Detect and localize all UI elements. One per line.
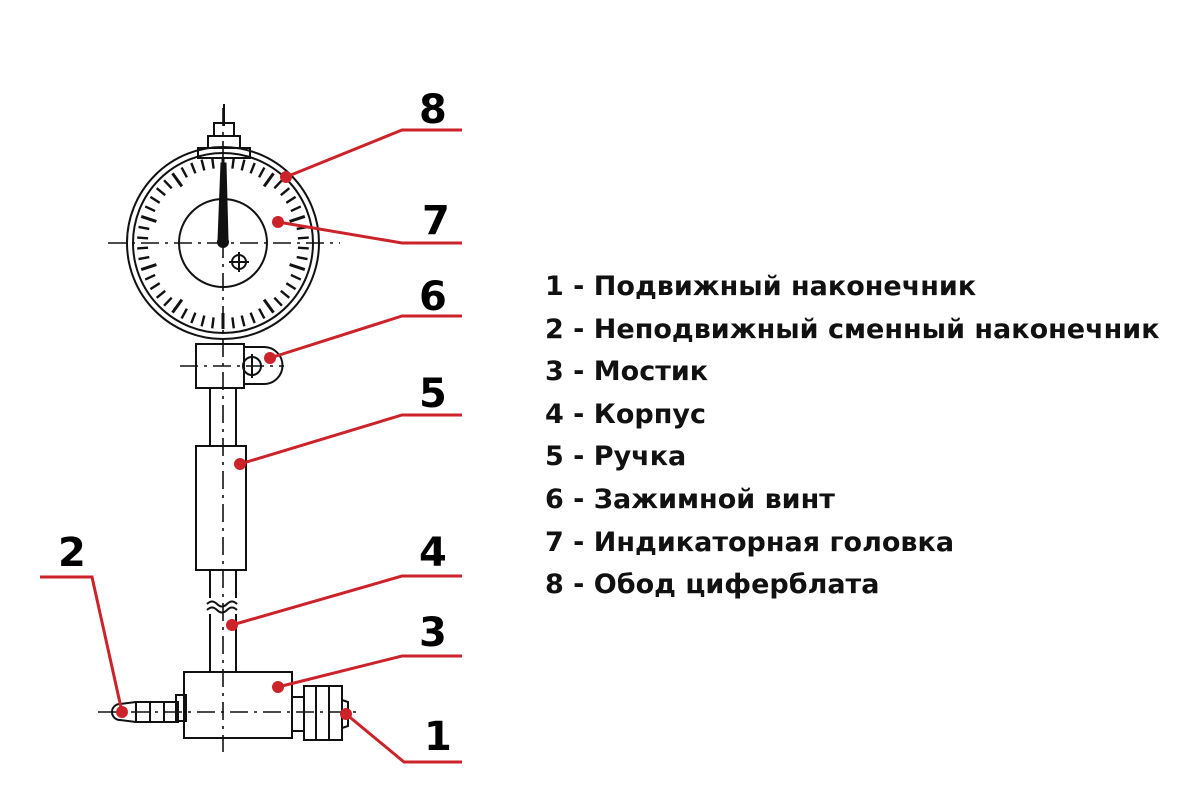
- dial-tick: [171, 172, 184, 188]
- callout-1: 1: [424, 714, 452, 760]
- callout-8: 8: [419, 87, 447, 133]
- dial-tick: [240, 159, 246, 171]
- callout-7: 7: [422, 198, 450, 244]
- leader-1: [340, 708, 462, 764]
- dial-tick: [171, 298, 184, 314]
- movable-tip: [291, 685, 349, 741]
- legend-item-4: 4 - Корпус: [545, 398, 706, 430]
- dial-tick: [149, 195, 161, 204]
- inner-screw: [229, 252, 249, 272]
- dial-tick: [249, 162, 256, 174]
- legend-item-6: 6 - Зажимной винт: [545, 483, 835, 515]
- callout-4: 4: [419, 530, 447, 576]
- dial-tick: [163, 296, 173, 307]
- dial-tick: [289, 263, 306, 272]
- dial-tick: [190, 312, 197, 324]
- dial-tick: [297, 236, 309, 240]
- dial-tick: [163, 179, 173, 190]
- callout-numbers: 8 7 6 5 4 3 2 1: [58, 87, 452, 760]
- leader-6: [264, 314, 462, 364]
- dial-tick: [273, 179, 283, 190]
- dial-tick: [200, 315, 206, 327]
- dial-tick: [200, 159, 206, 171]
- dial-tick: [285, 282, 297, 291]
- dial-tick: [285, 195, 297, 204]
- dial-tick: [155, 187, 166, 197]
- callout-5: 5: [419, 371, 447, 417]
- dial-tick: [262, 172, 275, 188]
- dial-tick: [280, 289, 291, 299]
- dial-ticks: [137, 157, 309, 329]
- dial-tick: [240, 315, 246, 327]
- dial-tick: [137, 246, 149, 250]
- dial-tick: [290, 273, 302, 281]
- dial-tick: [149, 282, 161, 291]
- dial-tick: [296, 255, 308, 261]
- dial-tick: [180, 308, 188, 319]
- dial-tick: [290, 205, 302, 213]
- dial-tick: [144, 273, 156, 281]
- dial-tick: [138, 255, 150, 261]
- dial-tick: [180, 167, 188, 178]
- leader-7: [272, 216, 462, 245]
- dial-tick: [231, 317, 235, 329]
- leader-5: [234, 413, 462, 470]
- dial-tick: [211, 317, 215, 329]
- bridge: [175, 671, 293, 739]
- dial-tick: [297, 246, 309, 250]
- dial-tick: [231, 157, 235, 169]
- legend-item-3: 3 - Мостик: [545, 356, 709, 388]
- legend-item-7: 7 - Индикаторная головка: [545, 526, 955, 558]
- dial-tick: [137, 236, 149, 240]
- dial-tick: [155, 289, 166, 299]
- dial-tick: [258, 308, 266, 319]
- center-lines: [98, 108, 360, 752]
- gauge-drawing: [98, 104, 360, 752]
- upper-rod: [209, 388, 237, 446]
- dial-tick: [211, 157, 215, 169]
- dial-tick: [258, 167, 266, 178]
- legend-item-5: 5 - Ручка: [545, 441, 687, 473]
- dial-tick: [289, 214, 306, 223]
- leader-2: [40, 575, 128, 718]
- leader-4: [226, 574, 462, 631]
- legend-item-1: 1 - Подвижный наконечник: [545, 271, 977, 302]
- dial-tick: [138, 225, 150, 231]
- dial-tick: [249, 312, 256, 324]
- legend-item-8: 8 - Обод циферблата: [545, 569, 880, 601]
- dial-tick: [144, 205, 156, 213]
- callout-2: 2: [58, 530, 86, 576]
- legend: 1 - Подвижный наконечник 2 - Неподвижный…: [545, 266, 1160, 607]
- leaders: [40, 128, 462, 764]
- leader-3: [272, 654, 462, 693]
- dial-tick: [140, 263, 157, 272]
- dial-tick: [262, 298, 275, 314]
- dial-tick: [190, 162, 197, 174]
- dial-tick: [273, 296, 283, 307]
- callout-6: 6: [419, 274, 447, 320]
- leader-8: [280, 128, 462, 183]
- legend-item-2: 2 - Неподвижный сменный наконечник: [545, 313, 1160, 345]
- dial-tick: [280, 187, 291, 197]
- dial-tick: [140, 214, 157, 223]
- handle: [195, 445, 247, 571]
- callout-3: 3: [419, 610, 447, 656]
